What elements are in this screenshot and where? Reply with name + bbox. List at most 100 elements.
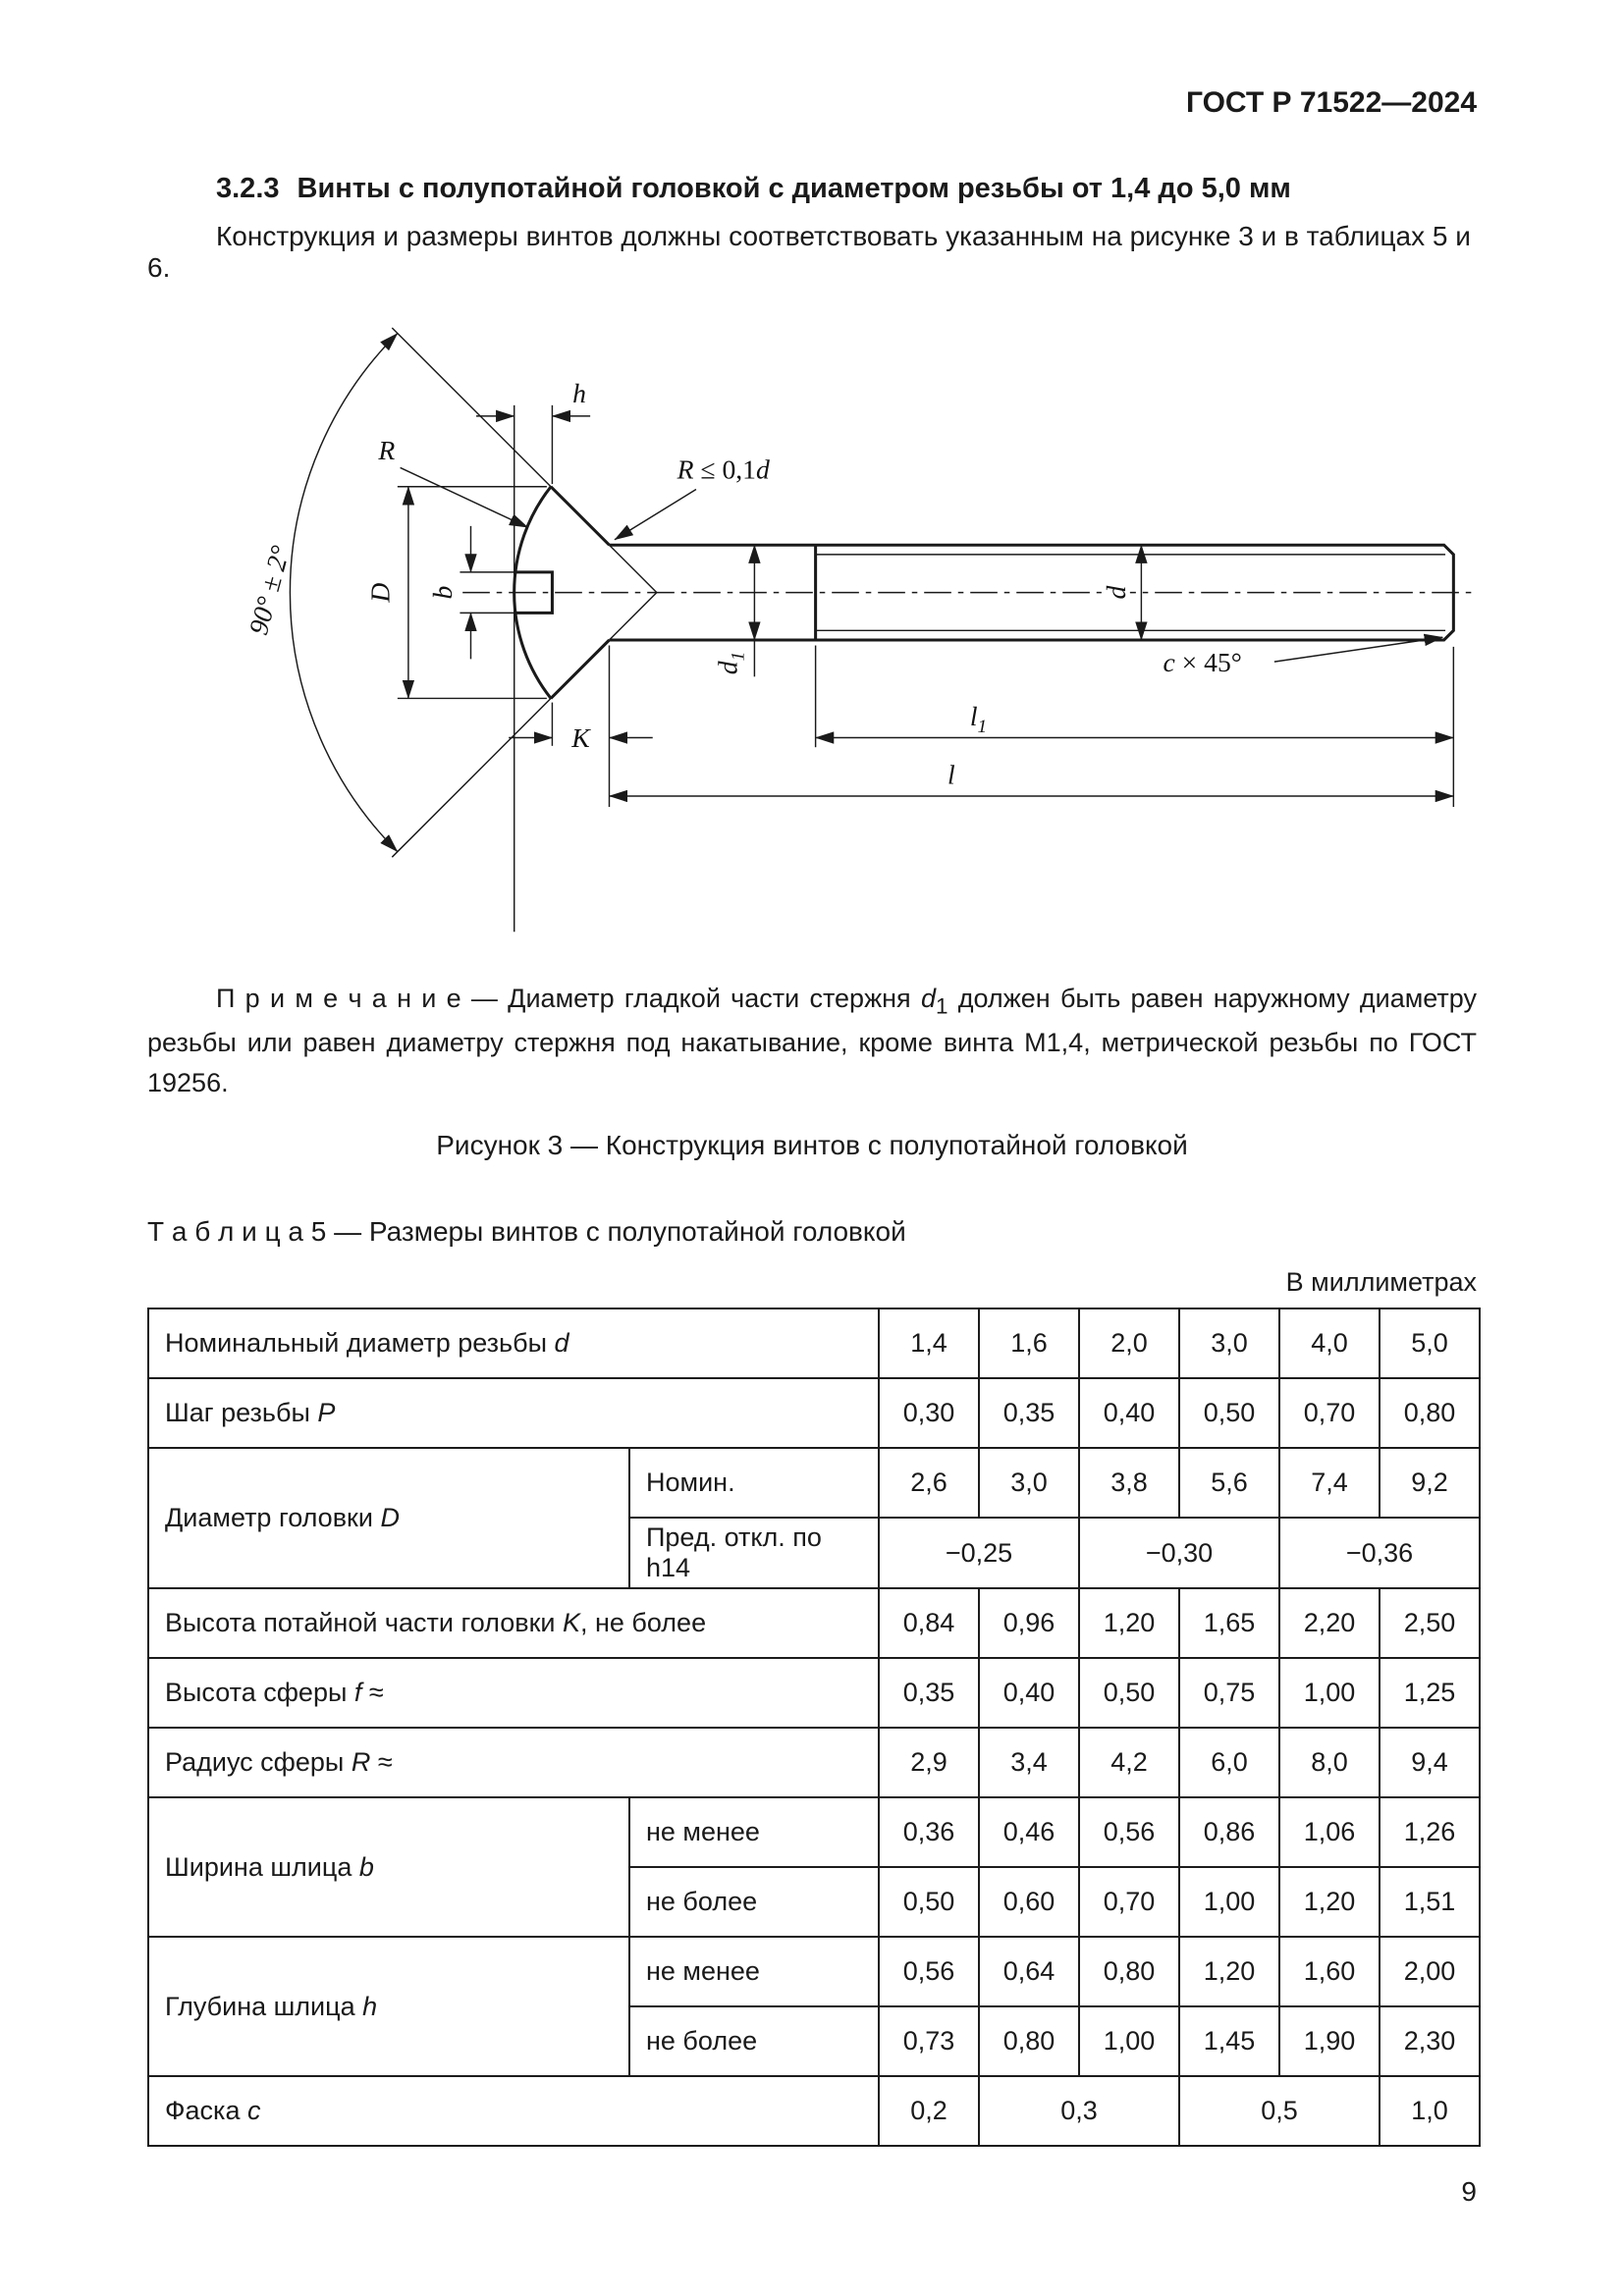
table-cell: 0,46 (978, 1796, 1081, 1869)
row-sublabel: не более (627, 2005, 881, 2078)
table-cell: 0,5 (1178, 2075, 1381, 2148)
row-sublabel: не более (627, 1866, 881, 1939)
dim-label-b: b (427, 586, 458, 600)
body-paragraph: Конструкция и размеры винтов должны соот… (147, 221, 1471, 283)
section-number: 3.2.3 (216, 173, 280, 204)
row-sublabel: не менее (627, 1796, 881, 1869)
dim-label-angle: 90° ± 2° (245, 542, 296, 637)
table-cell: 0,64 (978, 1936, 1081, 2008)
page-number: 9 (1461, 2176, 1477, 2208)
table-row-D-nominal: Диаметр головки D Номин. 2,6 3,0 3,8 5,6… (147, 1447, 1482, 1590)
row-label: Высота потайной части головки K, не боле… (146, 1587, 881, 1660)
table-cell: 9,4 (1379, 1727, 1482, 1799)
figure-3: h R R ≤ 0,1d 90° ± 2° D b d1 d K c × 45°… (147, 321, 1477, 959)
table-cell: −0,36 (1278, 1517, 1482, 1590)
table-cell: 5,6 (1178, 1447, 1281, 1520)
table-row-K: Высота потайной части головки K, не боле… (146, 1587, 1482, 1660)
table-cell: 0,30 (878, 1377, 981, 1450)
dim-label-D: D (365, 583, 396, 604)
row-label: Диаметр головки D (147, 1447, 630, 1590)
table-cell: 1,4 (878, 1308, 981, 1380)
row-label: Высота сферы f ≈ (146, 1657, 881, 1730)
row-sublabel: не менее (627, 1936, 881, 2008)
dimension-lines (400, 409, 1455, 803)
table-cell: 0,56 (878, 1936, 981, 2008)
table-row-b-min: Ширина шлица b не менее 0,36 0,46 0,56 0… (147, 1796, 1482, 1939)
table-cell: 2,50 (1379, 1587, 1482, 1660)
table-row-D-deviation: Пред. откл. по h14 −0,25 −0,30 −0,36 (148, 1517, 1482, 1590)
section-title: Винты с полупотайной головкой с диаметро… (297, 173, 1291, 204)
row-label: Радиус сферы R ≈ (146, 1727, 881, 1799)
row-sublabel: Пред. откл. по h14 (627, 1517, 881, 1590)
table-cell: 3,8 (1078, 1447, 1181, 1520)
row-label: Номинальный диаметр резьбы d (146, 1308, 881, 1380)
dim-label-l1: l1 (970, 701, 987, 737)
table-cell: 0,35 (978, 1377, 1081, 1450)
table-cell: 1,0 (1379, 2075, 1482, 2148)
table-cell: 1,00 (1278, 1657, 1381, 1730)
note-text: П р и м е ч а н и е — Диаметр гладкой ча… (147, 984, 1477, 1097)
table-cell: 0,80 (1379, 1377, 1482, 1450)
table-cell: 0,75 (1178, 1657, 1281, 1730)
table-cell: 0,36 (878, 1796, 981, 1869)
table-row-f: Высота сферы f ≈ 0,35 0,40 0,50 0,75 1,0… (146, 1657, 1482, 1730)
table-cell: 0,50 (1178, 1377, 1281, 1450)
table-cell: −0,25 (878, 1517, 1081, 1590)
table-cell: 0,35 (878, 1657, 981, 1730)
row-label: Ширина шлица b (147, 1796, 630, 1939)
table-cell: 0,50 (1078, 1657, 1181, 1730)
table-cell: 2,0 (1078, 1308, 1181, 1380)
table-cell: 6,0 (1178, 1727, 1281, 1799)
table-cell: 1,00 (1178, 1866, 1281, 1939)
table-cell: 0,73 (878, 2005, 981, 2078)
dim-label-d: d (1101, 586, 1131, 600)
table-cell: 2,9 (878, 1727, 981, 1799)
row-label: Фаска c (146, 2075, 881, 2148)
table-cell: 2,6 (878, 1447, 981, 1520)
dim-label-r: R (377, 435, 395, 465)
table-cell: 1,6 (978, 1308, 1081, 1380)
table-cell: 0,2 (878, 2075, 981, 2148)
dim-label-r-limit: R ≤ 0,1d (677, 454, 770, 484)
table-cell: 1,06 (1278, 1796, 1381, 1869)
table-row-p: Шаг резьбы P 0,30 0,35 0,40 0,50 0,70 0,… (146, 1377, 1482, 1450)
d1-symbol: d (920, 984, 936, 1013)
table-cell: 4,0 (1278, 1308, 1381, 1380)
table-cell: 3,0 (1178, 1308, 1281, 1380)
table-cell: 2,30 (1379, 2005, 1482, 2078)
table-cell: 0,70 (1278, 1377, 1381, 1450)
table-cell: 1,20 (1178, 1936, 1281, 2008)
table-cell: 0,60 (978, 1866, 1081, 1939)
table-cell: 1,90 (1278, 2005, 1381, 2078)
table-cell: 0,70 (1078, 1866, 1181, 1939)
table-cell: 0,80 (978, 2005, 1081, 2078)
table-cell: 0,80 (1078, 1936, 1181, 2008)
table-cell: 1,51 (1379, 1866, 1482, 1939)
table-cell: 1,25 (1379, 1657, 1482, 1730)
screw-outline (513, 485, 1455, 700)
dim-label-K: K (570, 722, 591, 753)
row-label: Шаг резьбы P (146, 1377, 881, 1450)
table-cell: 4,2 (1078, 1727, 1181, 1799)
figure-caption: Рисунок 3 — Конструкция винтов с полупот… (436, 1130, 1188, 1161)
document-code: ГОСТ Р 71522—2024 (1185, 86, 1477, 119)
dim-label-d1: d1 (712, 652, 748, 674)
table-cell: −0,30 (1078, 1517, 1281, 1590)
table-row-h-min: Глубина шлица h не менее 0,56 0,64 0,80 … (147, 1936, 1482, 2078)
dimension-table: Номинальный диаметр резьбы d 1,4 1,6 2,0… (146, 1308, 1482, 2148)
extension-lines (397, 404, 1455, 933)
table-cell: 1,00 (1078, 2005, 1181, 2078)
table-cell: 3,4 (978, 1727, 1081, 1799)
table-cell: 3,0 (978, 1447, 1081, 1520)
dim-label-l: l (947, 760, 955, 790)
table-cell: 0,56 (1078, 1796, 1181, 1869)
table-cell: 1,20 (1278, 1866, 1381, 1939)
table-cell: 8,0 (1278, 1727, 1381, 1799)
table-cell: 0,84 (878, 1587, 981, 1660)
table-cell: 1,60 (1278, 1936, 1381, 2008)
section-heading: 3.2.3 Винты с полупотайной головкой с диа… (147, 173, 1477, 205)
table-cell: 0,86 (1178, 1796, 1281, 1869)
units-label: В миллиметрах (1285, 1267, 1477, 1298)
table-cell: 1,20 (1078, 1587, 1181, 1660)
